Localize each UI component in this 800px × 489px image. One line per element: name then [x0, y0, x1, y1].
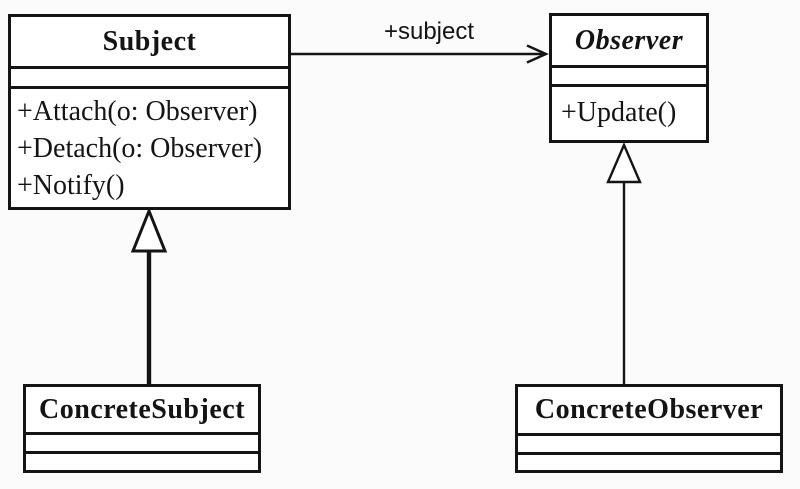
inheritance-triangle-icon: [606, 141, 642, 184]
class-box-observer: Observer +Update(): [549, 13, 709, 143]
class-box-concrete-subject: ConcreteSubject: [23, 384, 261, 473]
association-label: +subject: [383, 18, 475, 45]
methods-compartment: +Update(): [552, 87, 706, 140]
inheritance-triangle-icon: [130, 206, 168, 253]
attributes-compartment: [518, 436, 780, 455]
class-name-subject: Subject: [11, 17, 288, 69]
open-arrowhead-icon: [526, 44, 549, 64]
attributes-compartment: [552, 68, 706, 87]
class-name-concrete-subject: ConcreteSubject: [26, 387, 258, 435]
methods-compartment: +Attach(o: Observer) +Detach(o: Observer…: [11, 89, 288, 207]
method-detach: +Detach(o: Observer): [17, 133, 263, 164]
class-name-concrete-observer: ConcreteObserver: [518, 387, 780, 436]
method-notify: +Notify(): [17, 170, 125, 201]
methods-compartment: [26, 454, 258, 470]
methods-compartment: [518, 455, 780, 470]
class-name-observer: Observer: [552, 16, 706, 68]
method-attach: +Attach(o: Observer): [17, 96, 258, 127]
class-box-subject: Subject +Attach(o: Observer) +Detach(o: …: [8, 14, 291, 210]
attributes-compartment: [26, 435, 258, 454]
class-box-concrete-observer: ConcreteObserver: [515, 384, 783, 473]
attributes-compartment: [11, 69, 288, 89]
method-update: +Update(): [561, 97, 677, 128]
